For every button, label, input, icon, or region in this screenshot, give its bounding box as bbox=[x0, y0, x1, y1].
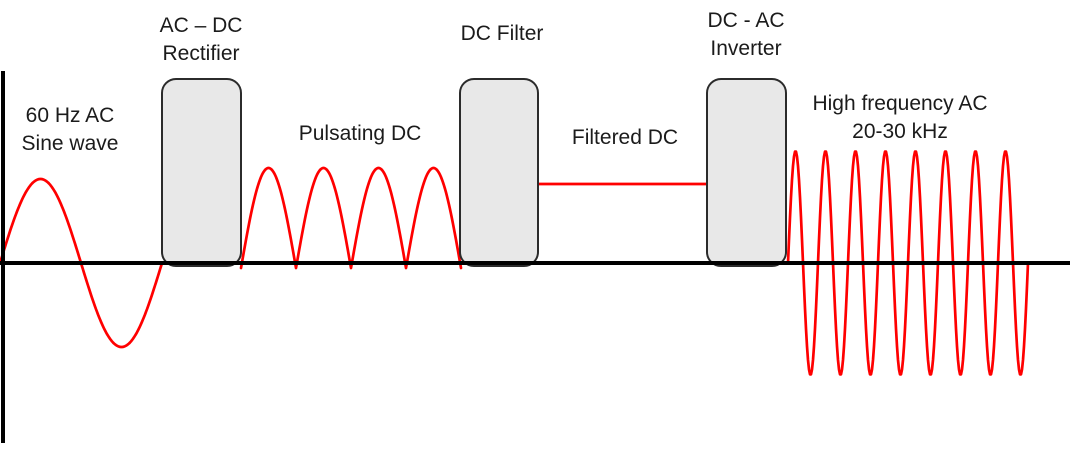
dc-filter-block bbox=[459, 78, 539, 267]
pulsating-dc-wave bbox=[239, 166, 463, 270]
high-frequency-label: High frequency AC 20-30 kHz bbox=[812, 92, 988, 143]
pulsating-dc-label: Pulsating DC bbox=[298, 122, 422, 145]
rectifier-label: AC – DC Rectifier bbox=[159, 14, 243, 65]
inverter-label: DC - AC Inverter bbox=[707, 9, 785, 60]
inverter-block bbox=[706, 78, 787, 267]
source-signal-label: 60 Hz AC Sine wave bbox=[21, 104, 119, 155]
filtered-dc-label: Filtered DC bbox=[571, 126, 679, 149]
dc-filter-label: DC Filter bbox=[460, 22, 544, 45]
rectifier-block bbox=[161, 78, 242, 267]
